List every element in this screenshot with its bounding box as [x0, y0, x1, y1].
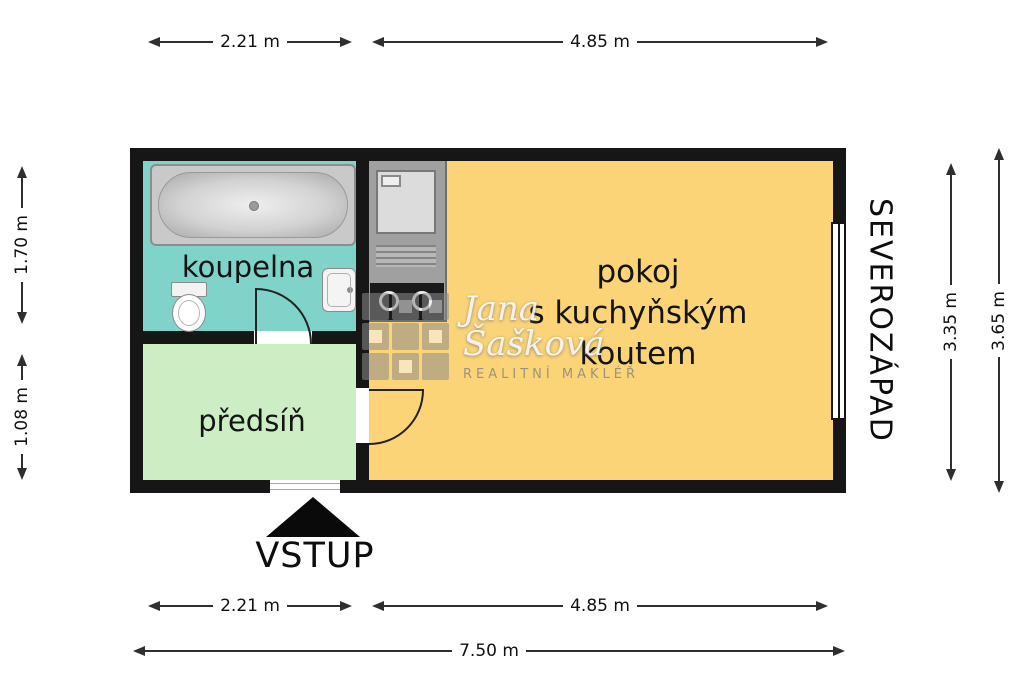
dimension-line: [525, 650, 834, 652]
dimension-line: [998, 357, 1000, 482]
dimension-label: 4.85 m: [570, 32, 630, 52]
room-label-living-line3: koutem: [579, 335, 697, 372]
appliance-detail: [381, 175, 401, 187]
dimension-bottom-left: 2.21 m: [148, 596, 353, 616]
room-label-living-line1: pokoj: [596, 254, 680, 290]
dimension-label: 1.70 m: [12, 215, 32, 275]
arrow-down-icon: [17, 312, 27, 325]
toilet: [168, 282, 208, 332]
arrow-right-icon: [833, 646, 846, 656]
dimension-left-lower: 1.08 m: [12, 354, 32, 481]
dimension-left-upper: 1.70 m: [12, 166, 32, 325]
faucet-icon: [347, 287, 353, 293]
entrance-label: VSTUP: [255, 536, 375, 576]
arrow-left-icon: [148, 601, 160, 611]
arrow-right-icon: [340, 37, 353, 47]
entrance-arrow-icon: [266, 497, 360, 537]
orientation-label: SEVEROZÁPAD: [856, 148, 904, 493]
window-glass-line: [837, 224, 840, 418]
arrow-up-icon: [17, 354, 27, 366]
dimension-line: [384, 41, 564, 43]
dimension-line: [636, 605, 817, 607]
dimension-label: 3.65 m: [989, 290, 1009, 351]
dimension-label: 3.35 m: [941, 292, 961, 352]
sink: [322, 268, 356, 312]
arrow-down-icon: [994, 481, 1004, 494]
arrow-up-icon: [946, 163, 956, 175]
arrow-left-icon: [148, 37, 160, 47]
bathtub: [150, 164, 356, 246]
dimension-line: [384, 605, 564, 607]
dimension-label: 7.50 m: [459, 641, 519, 661]
burner-icon: [379, 291, 399, 311]
arrow-up-icon: [994, 148, 1004, 160]
arrow-up-icon: [17, 166, 27, 178]
dimension-line: [636, 41, 817, 43]
dimension-line: [21, 366, 23, 381]
arrow-left-icon: [133, 646, 145, 656]
dimension-line: [160, 41, 214, 43]
room-label-living: pokoj s kuchyňským koutem: [478, 252, 798, 375]
dimension-line: [21, 178, 23, 209]
dimension-label: 2.21 m: [220, 32, 280, 52]
window: [831, 222, 846, 420]
bathtub-drain-icon: [249, 201, 259, 211]
kitchen-appliance: [376, 170, 436, 234]
arrow-right-icon: [340, 601, 353, 611]
cooktop: [370, 283, 444, 320]
room-label-bathroom: koupelna: [181, 250, 315, 284]
arrow-down-icon: [946, 469, 956, 482]
dimension-line: [998, 160, 1000, 284]
dimension-line: [950, 175, 952, 286]
kitchen-unit: [369, 161, 447, 322]
arrow-right-icon: [816, 601, 829, 611]
door-opening-living: [356, 388, 369, 443]
dimension-top-right: 4.85 m: [372, 32, 829, 52]
dimension-line: [286, 41, 341, 43]
dimension-label: 1.08 m: [12, 387, 32, 447]
dimension-right-outer: 3.65 m: [989, 148, 1009, 494]
arrow-right-icon: [816, 37, 829, 47]
arrow-left-icon: [372, 37, 384, 47]
dimension-line: [950, 358, 952, 470]
dimension-line: [21, 453, 23, 469]
dimension-line: [21, 281, 23, 313]
dimension-line: [160, 605, 214, 607]
threshold-line: [270, 483, 340, 484]
toilet-bowl: [172, 294, 206, 332]
kitchen-counter-hatch: [376, 245, 436, 267]
dimension-right-inner: 3.35 m: [941, 163, 961, 482]
arrow-down-icon: [17, 468, 27, 481]
dimension-label: 4.85 m: [570, 596, 630, 616]
room-hall: [143, 344, 356, 480]
dimension-top-left: 2.21 m: [148, 32, 353, 52]
dimension-label: 2.21 m: [220, 596, 280, 616]
room-label-hall: předsíň: [198, 404, 306, 438]
arrow-left-icon: [372, 601, 384, 611]
burner-icon: [412, 291, 432, 311]
dimension-total-width: 7.50 m: [133, 641, 846, 661]
threshold-line: [270, 489, 340, 490]
dimension-bottom-right: 4.85 m: [372, 596, 829, 616]
dimension-line: [145, 650, 453, 652]
entrance-opening: [270, 480, 340, 493]
room-label-living-line2: s kuchyňským: [528, 294, 748, 331]
orientation-text: SEVEROZÁPAD: [862, 198, 898, 443]
dimension-line: [286, 605, 341, 607]
